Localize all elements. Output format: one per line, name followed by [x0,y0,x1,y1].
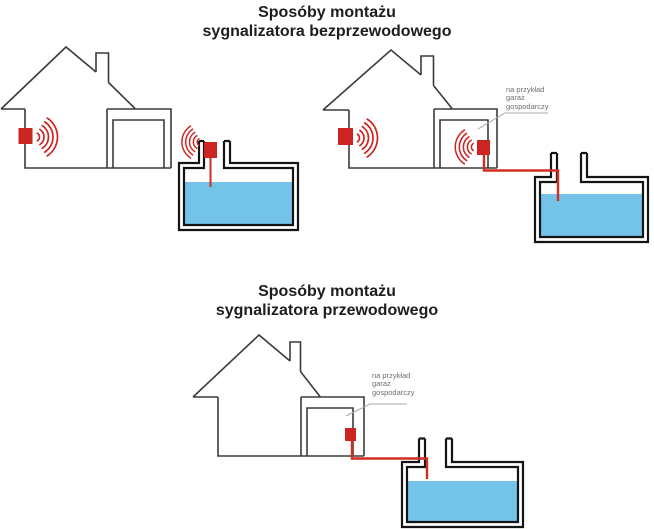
house-outline [322,48,498,169]
tank-water [408,481,517,521]
garage-note-leader-line [477,112,548,130]
tank-outer-wall [533,153,650,244]
tank-outer-wall [177,141,300,232]
tank-sensor-box [204,142,217,158]
section-title-wireless: Sposóby montażu sygnalizatora bezprzewod… [202,4,452,40]
tank-inner-wall [182,141,295,227]
garage-signaler-box [345,428,356,441]
septic-tank [177,139,300,232]
wireless-waves-icon [181,125,200,159]
signal-wire [350,441,429,479]
house-outline [0,45,172,169]
garage-note-label: na przykład garaż gospodarczy [506,85,549,111]
septic-tank [533,151,650,244]
wireless-waves-icon [36,117,59,157]
section-title-wired: Sposóby montażu sygnalizatora przewodowe… [215,283,439,319]
signal-receiver-box [338,128,353,145]
wireless-waves-icon [356,118,379,158]
wireless-waves-icon [454,129,475,165]
diagram-wireless-right [322,48,650,244]
garage-door [112,119,165,168]
septic-tank [400,437,525,529]
diagram-wired [192,333,525,529]
garage-note-leader-line [345,403,407,417]
signal-wire [482,155,560,201]
garage-transmitter-box [477,140,490,155]
diagram-wireless-left [0,45,300,232]
tank-outer-wall [400,438,525,529]
garage-note-label: na przykład garaż gospodarczy [372,371,415,397]
tank-water [185,182,292,225]
signal-receiver-box [18,128,33,144]
tank-inner-wall [538,153,645,239]
tank-water [541,194,642,237]
tank-inner-wall [405,438,520,524]
house-outline [192,333,365,457]
